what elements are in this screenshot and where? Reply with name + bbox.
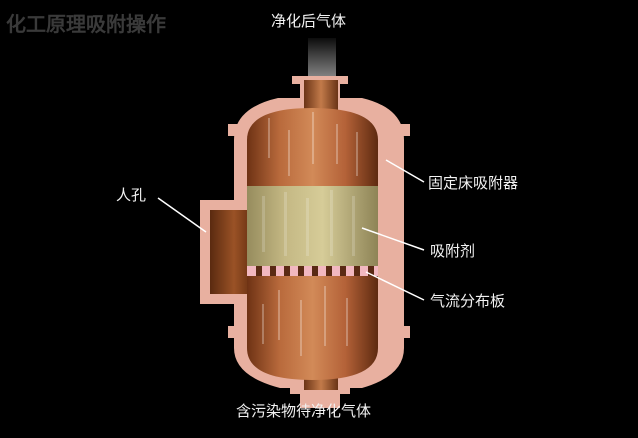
inlet-gas-label: 含污染物待净化气体	[236, 402, 372, 420]
manhole-cover	[210, 210, 250, 294]
adsorber-label: 固定床吸附器	[428, 174, 519, 192]
outlet-pipe	[304, 80, 338, 110]
distributor-label: 气流分布板	[430, 292, 506, 310]
manhole-leader-line	[157, 197, 207, 233]
adsorbent-label: 吸附剂	[430, 242, 476, 260]
manhole-label: 人孔	[116, 186, 147, 204]
gas-flow-streaks	[262, 112, 358, 356]
adsorbent-bed	[247, 186, 378, 266]
bed-speckle-texture	[262, 190, 355, 256]
adsorber-leader-line	[385, 159, 425, 183]
diagram-header: 化工原理吸附操作	[6, 12, 166, 36]
distributor-leader-line	[365, 271, 425, 301]
adsorbent-leader-line	[361, 227, 425, 251]
outlet-gas-label: 净化后气体	[271, 12, 347, 30]
distribution-plate-holes	[256, 266, 374, 276]
outlet-gas-plume	[308, 38, 336, 80]
